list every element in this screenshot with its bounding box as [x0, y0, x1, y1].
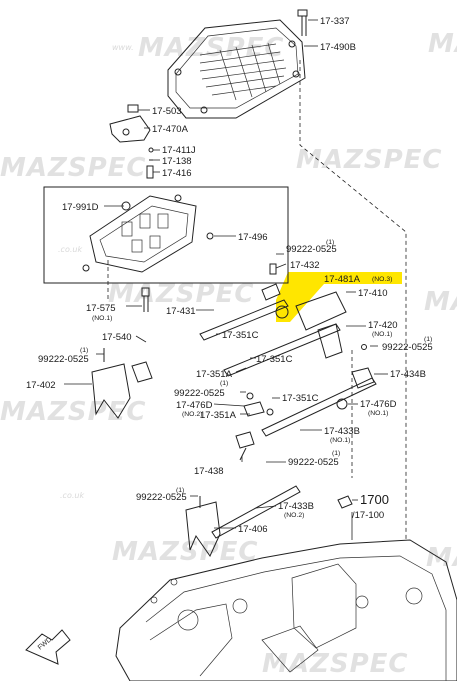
bolt-17-337 — [297, 9, 308, 36]
label-99222-e: 99222-0525 — [288, 457, 339, 468]
label-17-991D: 17-991D — [62, 202, 99, 213]
watermark-tld: .co.uk — [60, 491, 84, 500]
watermarks: www. MAZSPEC MAZSPEC MAZSPEC MAZSPEC .co… — [0, 29, 457, 679]
watermark-brand: MAZSPEC — [0, 397, 146, 427]
label-99222-c-qty: (1) — [424, 336, 432, 343]
shift-lever-parts — [261, 263, 347, 331]
label-17-476D-a-sub: (NO.2) — [182, 411, 202, 418]
label-17-433B-a: 17-433B — [324, 426, 360, 437]
top-cover-17-490B — [167, 19, 306, 119]
label-99222-e-qty: (1) — [332, 450, 340, 457]
label-17-410: 17-410 — [358, 288, 388, 299]
label-17-337: 17-337 — [320, 16, 350, 27]
label-17-433B-b-sub: (NO.2) — [284, 512, 304, 519]
shift-fork-17-406 — [185, 431, 255, 558]
label-17-406: 17-406 — [238, 524, 268, 535]
watermark-tld: .co.uk — [58, 245, 82, 254]
pin-17-575 — [141, 287, 150, 312]
label-17-351A-a: 17-351A — [196, 369, 233, 380]
watermark-brand: MAZSPEC — [296, 145, 442, 175]
label-99222-b-qty: (1) — [80, 347, 88, 354]
label-17-351C-c: 17-351C — [282, 393, 319, 404]
part-1700 — [337, 495, 353, 509]
watermark-brand: MAZSPEC — [0, 153, 146, 183]
label-17-481A: 17-481A — [324, 274, 361, 285]
shift-fork-17-420 — [317, 323, 367, 359]
label-17-351C-a: 17-351C — [222, 330, 259, 341]
watermark-brand: MAZSPEC — [138, 33, 284, 63]
label-17-476D-b-sub: (NO.1) — [368, 410, 388, 417]
label-17-503: 17-503 — [152, 106, 182, 117]
label-17-420-sub: (NO.1) — [372, 331, 392, 338]
label-1700: 1700 — [360, 492, 389, 507]
label-17-420: 17-420 — [368, 320, 398, 331]
interlock-parts — [243, 367, 375, 417]
label-17-540: 17-540 — [102, 332, 132, 343]
shift-fork-17-402 — [91, 348, 153, 419]
forward-arrow: FWD — [25, 629, 71, 665]
small-parts-17-411J-138-416 — [146, 147, 154, 179]
label-17-351A-b: 17-351A — [200, 410, 237, 421]
label-17-575-sub: (NO.1) — [92, 315, 112, 322]
label-17-434B: 17-434B — [390, 369, 426, 380]
label-17-351C-b: 17-351C — [256, 354, 293, 365]
label-17-470A: 17-470A — [152, 124, 189, 135]
assembly-dash-lines — [107, 60, 407, 540]
label-99222-c: 99222-0525 — [382, 342, 433, 353]
label-17-433B-b: 17-433B — [278, 501, 314, 512]
callout-labels: 17-337 17-490B 17-503 17-470A 17-411J 17… — [26, 16, 433, 535]
label-99222-a: 99222-0525 — [286, 244, 337, 255]
watermark-brand: MAZSPEC — [108, 279, 254, 309]
watermark-brand: MAZSPEC — [424, 287, 457, 317]
label-17-416: 17-416 — [162, 168, 192, 179]
shift-rods — [199, 299, 377, 539]
label-17-138: 17-138 — [162, 156, 192, 167]
label-17-476D-a: 17-476D — [176, 400, 213, 411]
highlight-marker — [276, 272, 402, 322]
label-99222-d-qty: (1) — [220, 380, 228, 387]
label-99222-f: 99222-0525 — [136, 492, 187, 503]
watermark-brand: MAZSPEC — [426, 543, 457, 573]
label-17-496: 17-496 — [238, 232, 268, 243]
label-17-411J: 17-411J — [162, 145, 196, 156]
label-17-476D-b: 17-476D — [360, 399, 397, 410]
leader-lines — [64, 19, 388, 540]
label-17-481A-sub: (NO.3) — [372, 276, 392, 283]
label-17-432: 17-432 — [290, 260, 320, 271]
label-17-490B: 17-490B — [320, 42, 356, 53]
label-99222-f-qty: (1) — [176, 487, 184, 494]
label-99222-b: 99222-0525 — [38, 354, 89, 365]
label-17-100: /17-100 — [352, 510, 384, 521]
label-99222-d: 99222-0525 — [174, 388, 225, 399]
label-17-402: 17-402 — [26, 380, 56, 391]
label-17-433B-a-sub: (NO.1) — [330, 437, 350, 444]
watermark-site: www. — [112, 43, 134, 52]
watermark-brand: MAZSPEC — [262, 649, 408, 679]
label-17-438: 17-438 — [194, 466, 224, 477]
transmission-case-17-100 — [115, 539, 457, 681]
label-17-575: 17-575 — [86, 303, 116, 314]
watermark-brand: MAZSPEC — [112, 537, 258, 567]
solenoid-assembly-17-496 — [43, 186, 289, 284]
label-17-431: 17-431 — [166, 306, 196, 317]
label-99222-a-qty: (1) — [326, 239, 334, 246]
bracket-17-470A — [109, 104, 151, 143]
fwd-label: FWD — [37, 636, 53, 651]
watermark-brand: MAZSPEC — [428, 29, 457, 59]
